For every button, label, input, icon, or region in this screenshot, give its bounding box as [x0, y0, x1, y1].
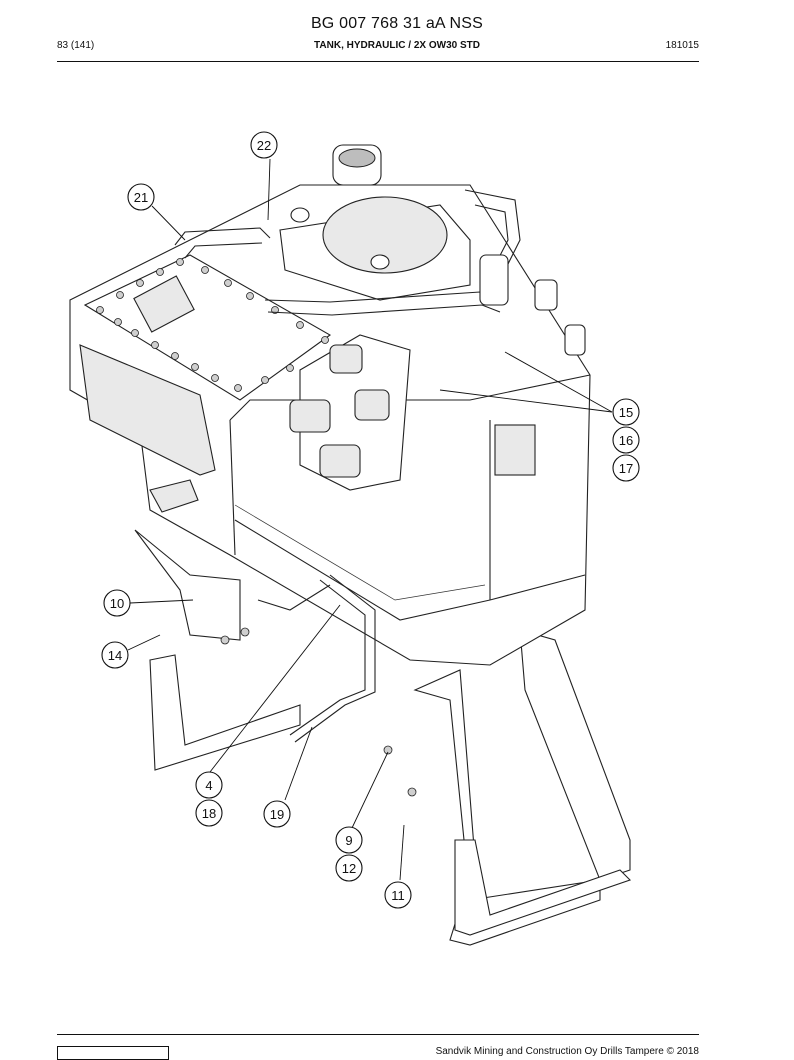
hose-upper-left-b: [184, 242, 263, 259]
level-gauge: [149, 479, 199, 513]
callout-16-label: 16: [619, 433, 633, 448]
callout-4: 4: [195, 771, 223, 799]
callout-18-label: 18: [202, 806, 216, 821]
footer-copyright: Sandvik Mining and Construction Oy Drill…: [435, 1046, 699, 1057]
date-code: 181015: [665, 40, 699, 51]
hose-upper-left: [174, 227, 271, 246]
suction-pipe-b: [294, 574, 376, 743]
callout-22-label: 22: [257, 138, 271, 153]
callout-4-label: 4: [205, 778, 212, 793]
callout-12: 12: [335, 854, 363, 882]
callout-19: 19: [263, 800, 291, 828]
hose-right: [464, 189, 521, 281]
fitting-far-right-b: [564, 324, 586, 356]
rear-leg: [519, 629, 631, 881]
left-base-frame: [149, 654, 301, 771]
callout-15-label: 15: [619, 405, 633, 420]
bracket-bolt-2: [240, 627, 250, 637]
callout-10-label: 10: [110, 596, 124, 611]
section-title: TANK, HYDRAULIC / 2X OW30 STD: [314, 40, 480, 51]
callout-17-label: 17: [619, 461, 633, 476]
elbow-fitting-right: [479, 254, 509, 306]
valve-fitting-1: [329, 344, 363, 374]
drain-pipe: [257, 584, 331, 611]
tank-illustration: [69, 144, 632, 946]
footer-rule: [57, 1034, 699, 1035]
bracket-bolt: [220, 635, 230, 645]
tank-corner-edge: [229, 419, 236, 556]
callout-11: 11: [384, 881, 412, 909]
side-inspection-cover: [79, 344, 216, 476]
callout-19-label: 19: [270, 807, 284, 822]
callout-11-label: 11: [391, 888, 405, 903]
breather-cap-top: [338, 148, 376, 168]
top-cover-plate: [83, 254, 332, 401]
side-label-plate: [494, 424, 536, 476]
filter-lid: [322, 196, 448, 274]
front-leg-plate: [413, 669, 601, 946]
callout-18: 18: [195, 799, 223, 827]
return-line-b: [267, 304, 501, 316]
callout-10: 10: [103, 589, 131, 617]
plate-bolt: [383, 745, 393, 755]
page-number: 83 (141): [57, 40, 95, 51]
junction-box: [133, 275, 195, 333]
lifting-eye-right: [370, 254, 390, 270]
callout-14-label: 14: [108, 648, 122, 663]
sandvik-logo: [57, 1046, 169, 1060]
header-rule: [57, 61, 699, 62]
callout-15: 15: [612, 398, 640, 426]
valve-fitting-3: [289, 399, 331, 433]
callout-9-label: 9: [345, 833, 352, 848]
valve-fitting-4: [319, 444, 361, 478]
callout-22: 22: [250, 131, 278, 159]
callout-21-label: 21: [134, 190, 148, 205]
callout-14: 14: [101, 641, 129, 669]
callout-16: 16: [612, 426, 640, 454]
valve-fitting-2: [354, 389, 390, 421]
callout-12-label: 12: [342, 861, 356, 876]
right-base-frame: [454, 839, 632, 936]
mounting-bracket: [134, 529, 241, 641]
callout-21: 21: [127, 183, 155, 211]
cover-bolts: [96, 258, 329, 392]
leader-lines: [127, 158, 613, 881]
suction-pipe: [289, 579, 366, 736]
fitting-far-right: [534, 279, 558, 311]
document-id: BG 007 768 31 aA NSS: [310, 15, 484, 32]
tank-lower-edge: [234, 519, 586, 621]
plate-bolt-2: [407, 787, 417, 797]
callout-17: 17: [612, 454, 640, 482]
lifting-eye-left: [290, 207, 310, 223]
tank-seam: [234, 504, 486, 601]
callout-9: 9: [335, 826, 363, 854]
